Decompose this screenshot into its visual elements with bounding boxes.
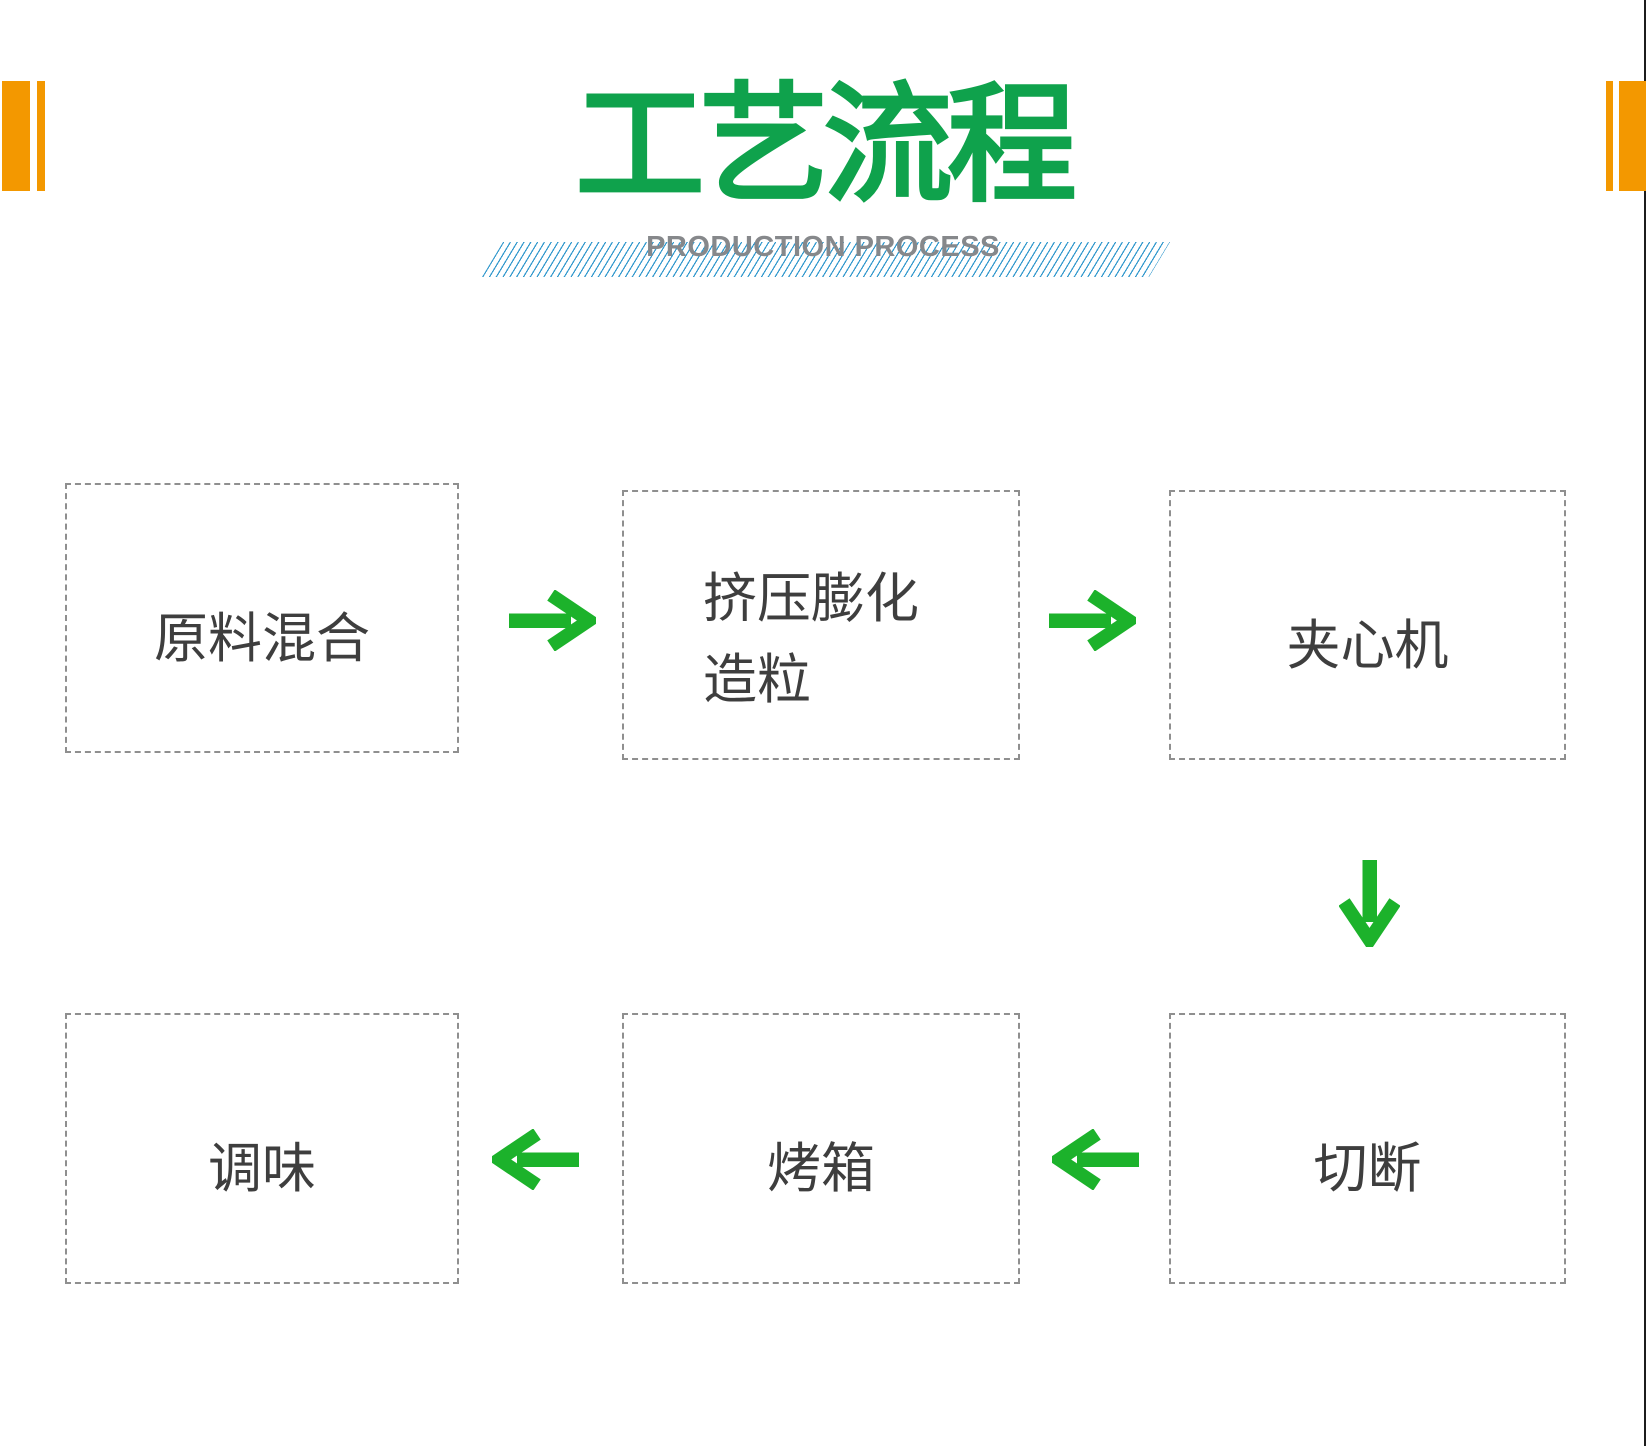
step-label: 原料混合 bbox=[154, 608, 370, 669]
accent-bar-left-thin bbox=[37, 81, 45, 191]
step-label: 切断 bbox=[1313, 1139, 1422, 1199]
step-box-raw-material-mixing: 原料混合 bbox=[65, 483, 459, 753]
flow-arrow-left-icon bbox=[1052, 1129, 1139, 1190]
page-subtitle: PRODUCTION PROCESS bbox=[646, 231, 1000, 263]
flow-arrow-right-icon bbox=[1049, 590, 1136, 651]
flow-arrow-left-icon bbox=[492, 1129, 579, 1190]
flow-arrow-down-icon bbox=[1339, 860, 1400, 947]
step-label: 烤箱 bbox=[767, 1139, 875, 1199]
step-label: 挤压膨化造粒 bbox=[703, 569, 919, 710]
accent-bar-right-thin bbox=[1606, 81, 1613, 191]
step-box-cutting: 切断 bbox=[1169, 1013, 1566, 1284]
step-box-extrusion-puffing-granulation: 挤压膨化造粒 bbox=[622, 490, 1020, 760]
step-label: 夹心机 bbox=[1286, 615, 1449, 676]
page-title: 工艺流程 bbox=[574, 72, 1077, 218]
step-box-seasoning: 调味 bbox=[65, 1013, 459, 1284]
flow-arrow-right-icon bbox=[509, 590, 596, 651]
page-right-border bbox=[1644, 0, 1646, 1446]
accent-bar-right-thick bbox=[1619, 81, 1646, 191]
step-box-filling-machine: 夹心机 bbox=[1169, 490, 1566, 760]
accent-bar-left-thick bbox=[2, 81, 30, 191]
step-box-oven: 烤箱 bbox=[622, 1013, 1020, 1284]
step-label: 调味 bbox=[208, 1139, 316, 1199]
